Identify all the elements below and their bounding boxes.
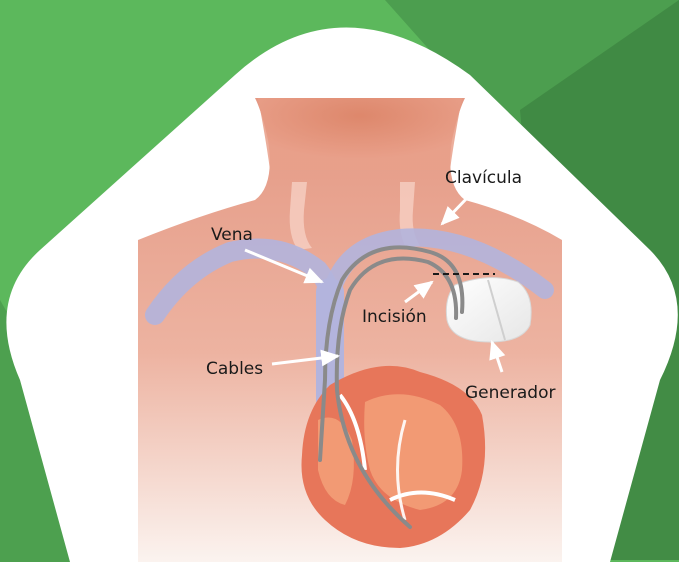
incision-label: Incisión xyxy=(362,307,427,327)
cables-label: Cables xyxy=(206,359,263,379)
clavicula-label: Clavícula xyxy=(445,168,522,188)
generator xyxy=(446,278,531,342)
heart xyxy=(301,366,485,548)
vena-label: Vena xyxy=(211,225,253,245)
generador-label: Generador xyxy=(465,383,555,403)
neck xyxy=(258,98,462,170)
